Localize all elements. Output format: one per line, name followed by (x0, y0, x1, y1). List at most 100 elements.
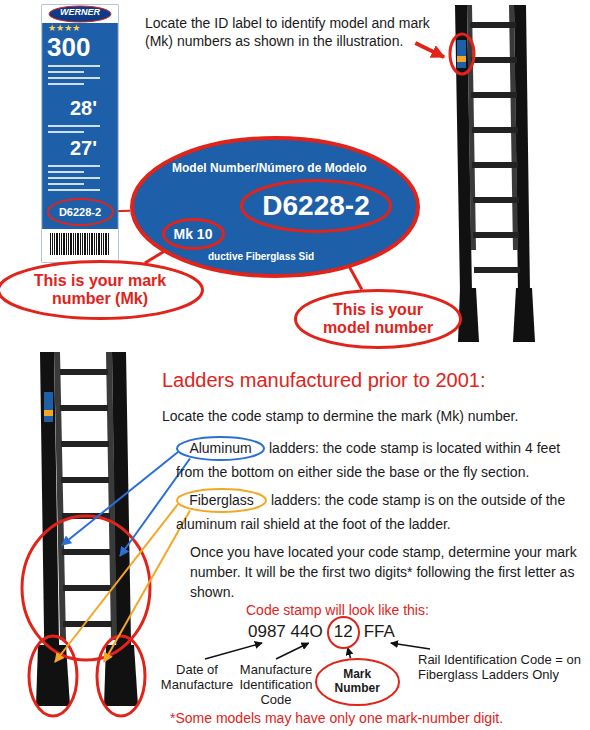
ladder-base-view (60, 405, 108, 411)
ladder-base-view (61, 477, 109, 483)
extension-ladder (450, 5, 535, 342)
example-caption: Code stamp will look like this: (246, 602, 429, 619)
fine-print (48, 77, 100, 79)
extension-ladder (513, 288, 535, 342)
instruction-text: Locate the ID label to identify model an… (145, 14, 435, 50)
model-callout-shape (48, 199, 113, 225)
extension-ladder (474, 267, 520, 273)
highlight-ring (97, 636, 145, 716)
label-ground (42, 5, 118, 23)
material-oval: Fiberglass (176, 488, 267, 513)
instruction-text: Locate the code stamp to dermine the mar… (162, 408, 582, 425)
working-length: 27' (70, 137, 97, 159)
highlight-ring (450, 34, 474, 74)
label-ground (42, 5, 118, 262)
model-number-shape (242, 181, 391, 232)
callout-oval-shape (296, 291, 461, 348)
material-oval-shape (177, 489, 266, 512)
fine-print (48, 189, 100, 191)
callout-text: This is your model number (318, 301, 438, 338)
callout-oval: Mark Number (315, 658, 400, 706)
callout-oval-shape (0, 262, 202, 319)
callout-text: This is your mark number (Mk) (25, 272, 175, 309)
mark-digits-shape (328, 617, 359, 648)
fine-print (48, 125, 100, 127)
product-line: ductive Fiberglass Sid (208, 251, 314, 262)
mark-digits: 12 (327, 616, 360, 649)
instruction-text: Once you have located your code stamp, d… (190, 542, 580, 602)
ladder-base-view (63, 621, 112, 627)
callout-oval: This is your mark number (Mk) (0, 260, 204, 320)
pointer-arrow (104, 511, 190, 663)
leader-arrow (276, 643, 309, 659)
barcode (50, 233, 110, 255)
extension-ladder (457, 56, 466, 62)
ladder-base-view (63, 585, 111, 591)
callout-text: D6228-2 (262, 190, 369, 222)
code-stamp: 0987 44O (248, 622, 323, 642)
extension-ladder (473, 232, 519, 238)
callout-text: Mk 10 (174, 226, 213, 242)
callout-text: Aluminum (189, 440, 251, 456)
callout-text: D6228-2 (59, 206, 101, 219)
fine-print (48, 183, 84, 185)
extension-ladder (471, 57, 517, 63)
ladder-base-view (60, 372, 112, 624)
leader-arrow (391, 643, 430, 649)
ladder-base-view (54, 352, 66, 640)
extension-ladder (470, 25, 520, 270)
fine-print (48, 131, 84, 133)
fine-print (48, 171, 84, 173)
ladder-base-view (61, 441, 109, 447)
extension-ladder (472, 127, 518, 133)
code-stamp: FFA (364, 622, 395, 642)
field-label: Rail Identification Code = on Fiberglass… (418, 652, 584, 682)
magnified-label-shape (132, 138, 418, 276)
ladder-base-view (44, 410, 53, 416)
callout-text: Fiberglass (189, 492, 254, 508)
instruction-text: ladders: the code stamp is located withi… (176, 436, 580, 484)
model-callout: D6228-2 (47, 198, 114, 226)
label-ground (42, 229, 118, 262)
section-heading: Ladders manufactured prior to 2001: (162, 368, 582, 392)
pointer-arrow (415, 43, 444, 57)
fine-print (48, 83, 84, 85)
instruction-text: ladders: the code stamp is on the outsid… (176, 488, 580, 536)
ladder-length: 28' (70, 97, 97, 119)
extension-ladder (472, 162, 518, 168)
ladder-base-view (44, 392, 53, 422)
mark-number-shape (163, 220, 223, 249)
field-label: Manufacture Identification Code (236, 662, 316, 707)
magnified-label: Model Number/Número de Modelo ductive Fib… (130, 136, 420, 278)
field-caption: Model Number/Número de Modelo (172, 162, 367, 175)
field-label: Date of Manufacture (158, 662, 236, 692)
ladder-base-view (62, 549, 110, 555)
ladder-base-view (36, 645, 70, 706)
material-oval: Aluminum (176, 436, 265, 461)
footnote: *Some models may have only one mark-numb… (170, 710, 580, 726)
mark-number: Mk 10 (162, 218, 225, 250)
fine-print (48, 165, 100, 167)
highlight-ring (29, 636, 77, 716)
material-oval-shape (177, 437, 264, 460)
callout-oval: This is your model number (294, 289, 462, 349)
ladder-base-view (60, 369, 108, 375)
load-rating: 300 (47, 33, 90, 62)
extension-ladder (473, 197, 519, 203)
connector (348, 648, 351, 658)
extension-ladder (470, 22, 516, 28)
model-number: D6228-2 (240, 179, 392, 233)
leader-arrow (205, 643, 262, 659)
id-label: WERNER★★★★30028'27'D6228-2 (42, 5, 118, 262)
fine-print (48, 177, 100, 179)
callout-text: Mark Number (329, 668, 385, 696)
fine-print (48, 65, 100, 67)
ladder-base-view (106, 352, 117, 640)
fine-print (48, 71, 84, 73)
callout-oval-shape (316, 659, 399, 705)
brand-logo: WERNER (42, 8, 118, 18)
ladder-base-view (22, 352, 150, 716)
callout-text: 12 (334, 622, 353, 642)
extension-ladder (457, 40, 466, 68)
